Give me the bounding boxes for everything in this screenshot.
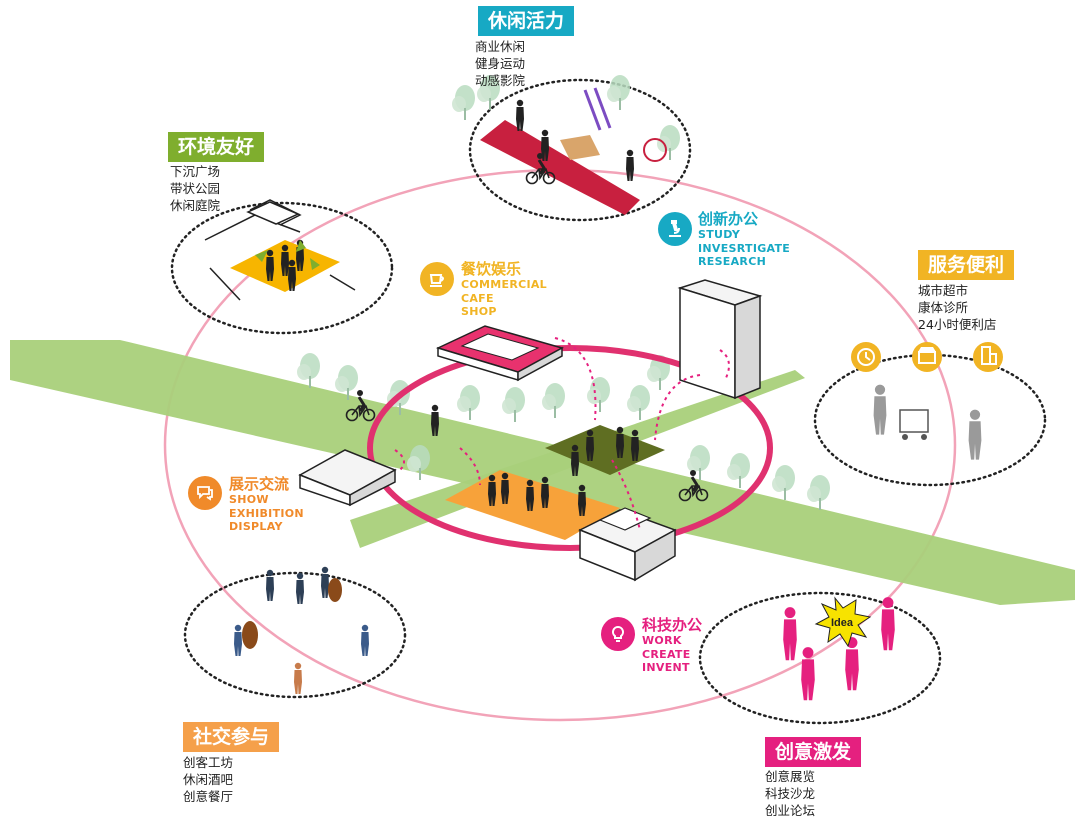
environment-scene (204, 199, 356, 301)
function-exhibit: 展示交流 SHOW EXHIBITION DISPLAY (229, 475, 304, 534)
bubble-environment (170, 201, 394, 335)
list-item: 创意餐厅 (183, 789, 234, 804)
function-en: CAFE (461, 291, 494, 305)
building-tower (677, 279, 763, 400)
function-en: COMMERCIAL (461, 278, 547, 291)
idea-burst (814, 596, 872, 648)
building-courtyard (435, 325, 564, 382)
list-item: 休闲酒吧 (183, 772, 234, 787)
tag-environment: 环境友好 (168, 132, 265, 162)
creative-scene (783, 596, 895, 701)
function-en: DISPLAY (229, 520, 283, 533)
microscope-icon (658, 212, 692, 246)
list-item: 休闲庭院 (170, 198, 221, 213)
function-title: 展示交流 (229, 475, 290, 493)
building-stepped (578, 507, 677, 582)
list-item: 创意展览 (765, 769, 816, 784)
list-item: 下沉广场 (170, 164, 221, 179)
flow-arrows (394, 337, 730, 531)
list-item: 24小时便利店 (918, 317, 997, 332)
list-item: 科技沙龙 (765, 786, 816, 801)
function-title: 创新办公 (698, 210, 759, 228)
bubble-leisure (468, 78, 692, 222)
function-en: INVESRTIGATE (698, 241, 791, 255)
bubble-creative (698, 591, 942, 725)
central-ring (367, 345, 773, 551)
coffee-cup-icon (420, 262, 454, 296)
function-en: WORK (642, 634, 682, 647)
list-item: 创业论坛 (765, 803, 816, 818)
list-environment: 下沉广场 带状公园 休闲庭院 (170, 163, 220, 214)
list-creative: 创意展览 科技沙龙 创业论坛 (765, 768, 815, 819)
list-item: 商业休闲 (475, 39, 526, 54)
central-lawn (545, 425, 665, 475)
list-leisure: 商业休闲 健身运动 动感影院 (475, 38, 525, 89)
list-item: 创客工坊 (183, 755, 234, 770)
function-tech: 科技办公 WORK CREATE INVENT (642, 616, 702, 675)
tag-service: 服务便利 (918, 250, 1015, 280)
function-en: STUDY (698, 228, 741, 241)
function-en: RESEARCH (698, 255, 767, 268)
tag-creative: 创意激发 (765, 737, 862, 767)
clock-icon (851, 342, 881, 372)
function-en: EXHIBITION (229, 506, 304, 520)
function-en: CREATE (642, 647, 691, 661)
building-icon (973, 342, 1003, 372)
leisure-scene (452, 75, 680, 215)
function-en: INVENT (642, 661, 690, 674)
list-item: 带状公园 (170, 181, 221, 196)
list-social: 创客工坊 休闲酒吧 创意餐厅 (183, 754, 233, 805)
bubble-social (183, 571, 407, 699)
chat-bubble-icon (188, 476, 222, 510)
idea-label: Idea (831, 617, 854, 629)
function-innovation: 创新办公 STUDY INVESRTIGATE RESEARCH (698, 210, 790, 269)
tag-leisure: 休闲活力 (478, 6, 575, 36)
list-item: 康体诊所 (918, 300, 969, 315)
service-scene (873, 384, 982, 460)
function-title: 科技办公 (642, 616, 703, 634)
building-left-block (298, 449, 397, 507)
store-icon (912, 342, 942, 372)
tag-social: 社交参与 (183, 722, 280, 752)
social-scene (234, 566, 369, 694)
list-item: 动感影院 (475, 73, 526, 88)
lightbulb-icon (601, 617, 635, 651)
function-title: 餐饮娱乐 (461, 260, 522, 278)
bubble-service (813, 353, 1047, 487)
function-en: SHOW (229, 493, 269, 506)
list-item: 城市超市 (918, 283, 969, 298)
function-en: SHOP (461, 305, 497, 318)
list-service: 城市超市 康体诊所 24小时便利店 (918, 282, 996, 333)
list-item: 健身运动 (475, 56, 526, 71)
function-dining: 餐饮娱乐 COMMERCIAL CAFE SHOP (461, 260, 547, 319)
